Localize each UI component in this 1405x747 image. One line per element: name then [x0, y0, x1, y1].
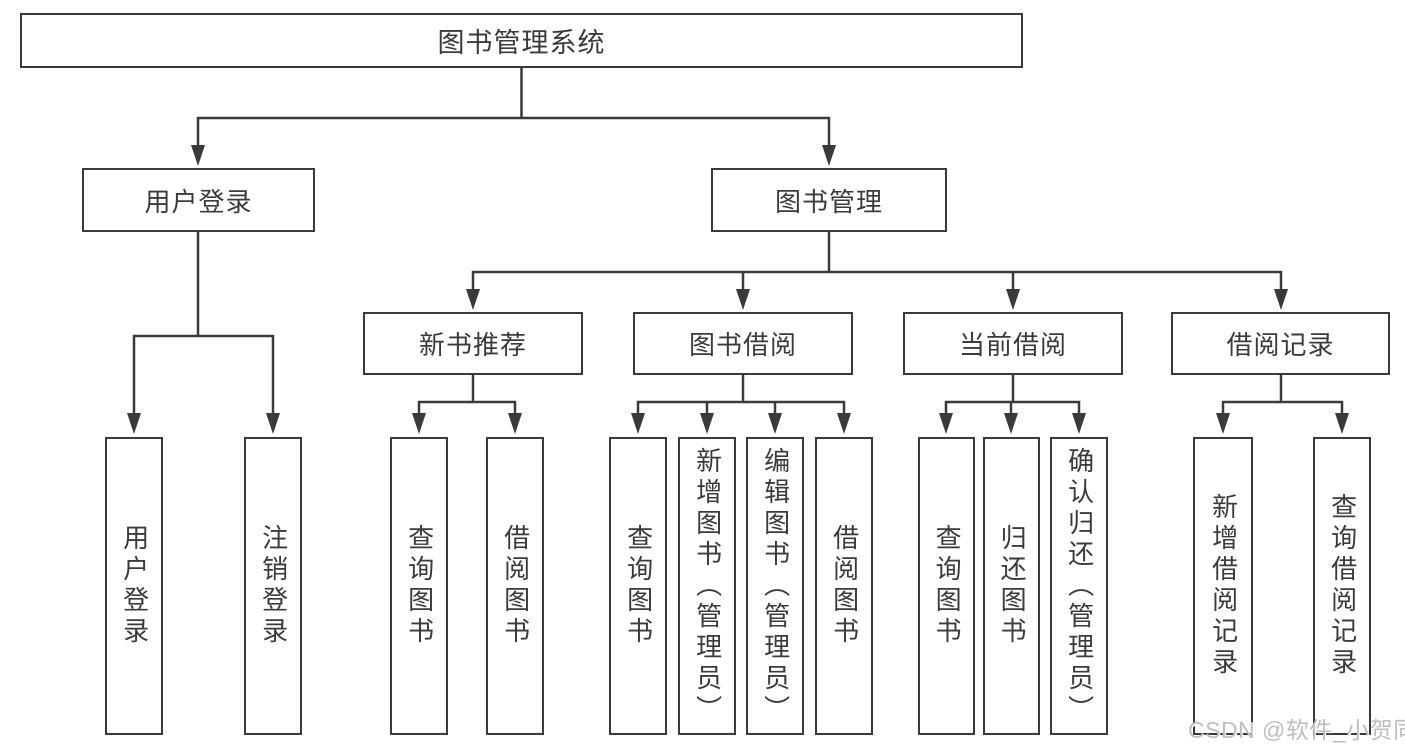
node-label: 查询图书 — [932, 524, 963, 648]
node-leaf-bb-query-books: 查询图书 — [609, 437, 667, 735]
node-leaf-nbr-query-books: 查询图书 — [390, 437, 448, 735]
node-leaf-bb-add-books-admin: 新增图书（管理员） — [678, 437, 736, 735]
node-label: 图书管理系统 — [437, 28, 606, 58]
node-leaf-bb-borrow-books: 借阅图书 — [815, 437, 873, 735]
node-label: 借阅记录 — [1226, 330, 1335, 360]
node-label: 图书管理 — [774, 186, 883, 217]
node-label: 借阅图书 — [500, 524, 531, 648]
node-book-management-system: 图书管理系统 — [20, 13, 1023, 68]
node-current-borrow: 当前借阅 — [903, 312, 1123, 375]
node-label: 确认归还（管理员） — [1064, 446, 1095, 726]
node-label: 归还图书 — [997, 524, 1028, 648]
node-label: 借阅图书 — [829, 524, 860, 648]
node-leaf-cb-query-books: 查询图书 — [918, 437, 975, 735]
node-label: 用户登录 — [144, 186, 253, 217]
node-label: 图书借阅 — [688, 330, 797, 360]
node-book-borrow: 图书借阅 — [633, 312, 853, 375]
node-label: 新书推荐 — [418, 330, 527, 360]
node-label: 编辑图书（管理员） — [760, 446, 791, 726]
node-label: 当前借阅 — [958, 330, 1067, 360]
node-label: 查询借阅记录 — [1327, 493, 1358, 679]
node-leaf-cb-confirm-return-admin: 确认归还（管理员） — [1050, 437, 1108, 735]
node-leaf-br-add-record: 新增借阅记录 — [1193, 437, 1253, 735]
node-leaf-nbr-borrow-books: 借阅图书 — [486, 437, 544, 735]
node-leaf-logout: 注销登录 — [244, 437, 302, 735]
node-label: 用户登录 — [119, 524, 150, 648]
node-leaf-cb-return-books: 归还图书 — [983, 437, 1040, 735]
node-label: 新增图书（管理员） — [692, 446, 723, 726]
node-leaf-br-query-record: 查询借阅记录 — [1313, 437, 1371, 735]
node-book-management: 图书管理 — [711, 168, 947, 232]
node-user-login: 用户登录 — [82, 168, 315, 232]
watermark-text: CSDN @软件_小贺同学 — [1188, 717, 1405, 743]
node-label: 查询图书 — [404, 524, 435, 648]
node-label: 查询图书 — [623, 524, 654, 648]
node-new-book-recommend: 新书推荐 — [363, 312, 583, 375]
node-borrow-records: 借阅记录 — [1171, 312, 1390, 375]
node-label: 新增借阅记录 — [1208, 493, 1239, 679]
node-leaf-bb-edit-books-admin: 编辑图书（管理员） — [746, 437, 804, 735]
node-leaf-user-login: 用户登录 — [105, 437, 163, 735]
node-label: 注销登录 — [258, 524, 289, 648]
